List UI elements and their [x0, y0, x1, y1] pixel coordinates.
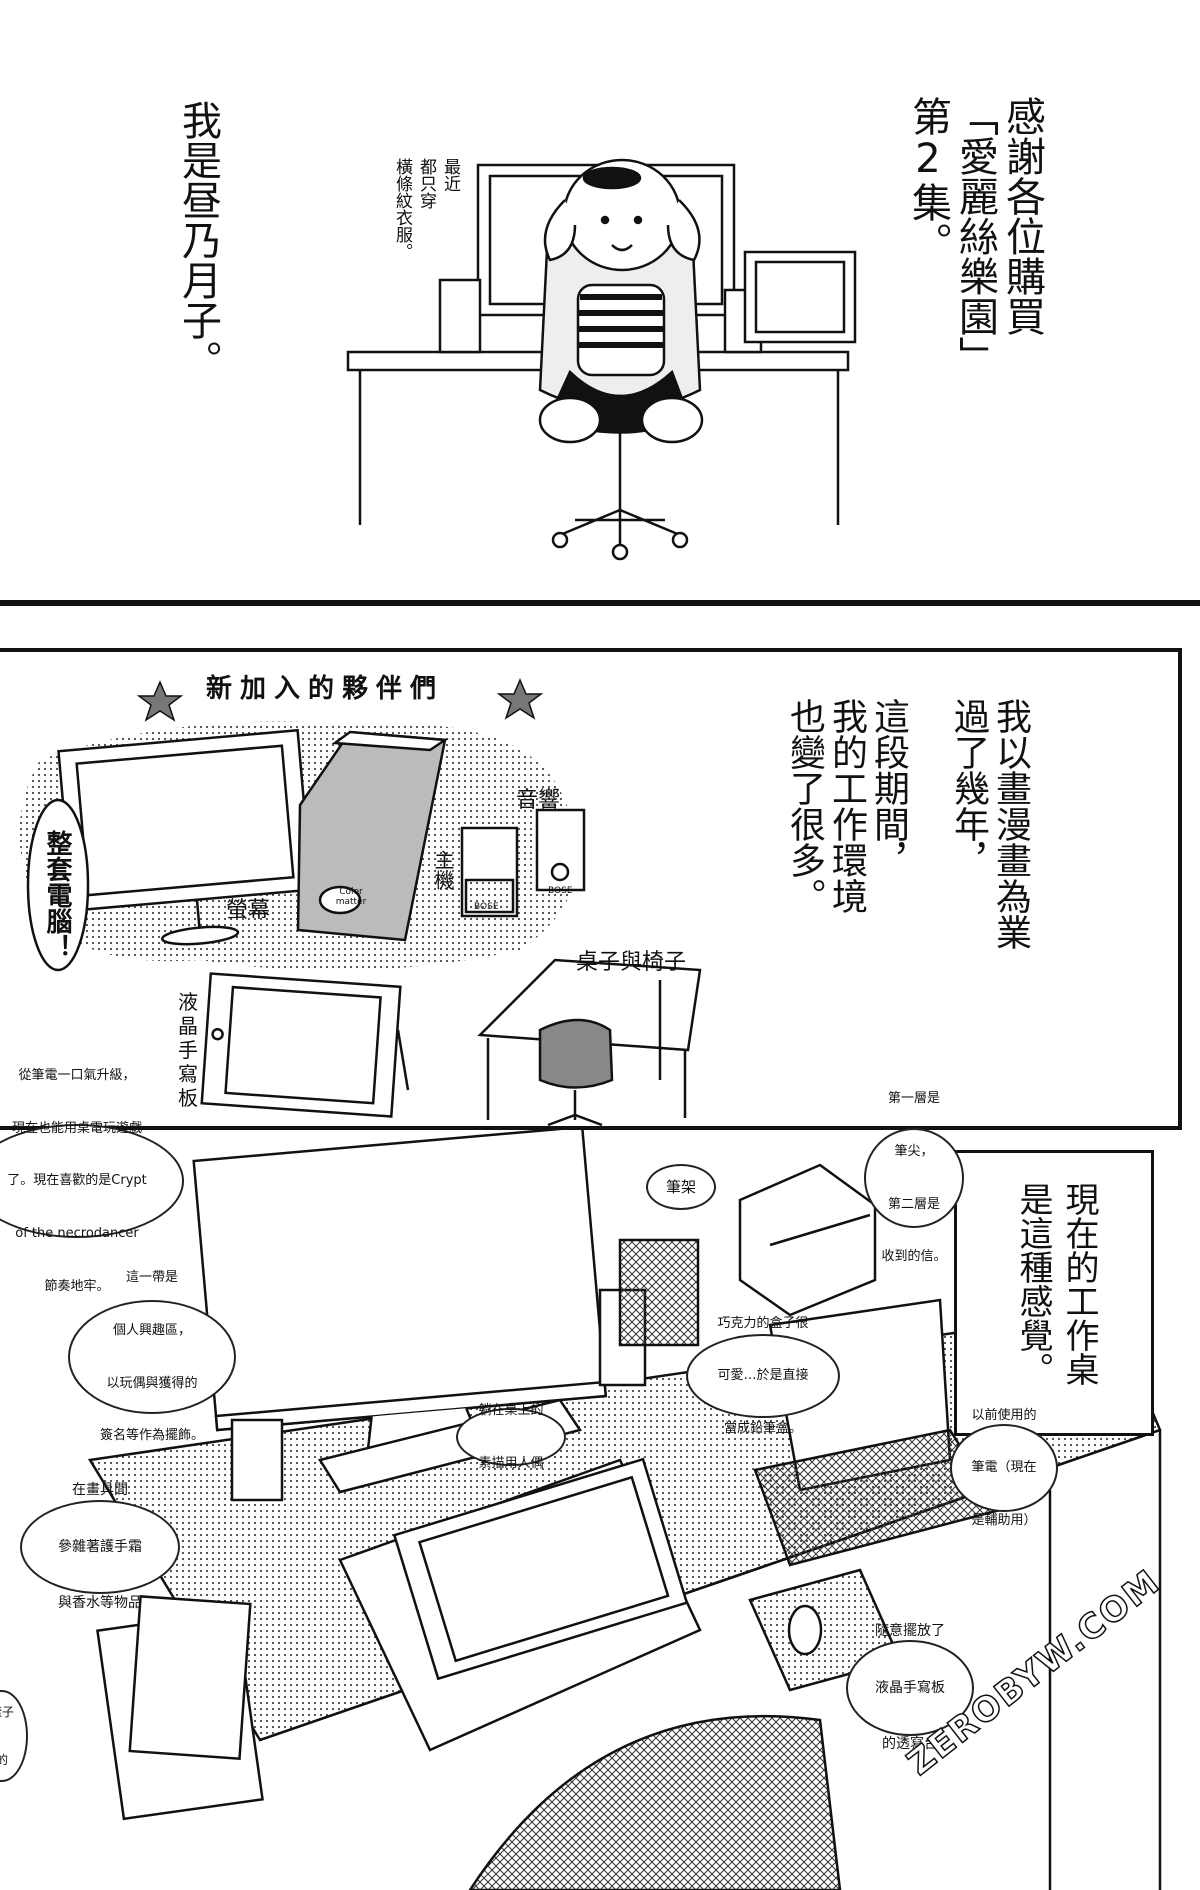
thanks-text-col-2: 「愛麗絲樂園」 — [952, 96, 998, 376]
color-matter-logo: Color matter — [335, 887, 367, 907]
bubble-line: 筆架 — [665, 1177, 696, 1196]
bubble-line: 樣子 — [0, 1704, 14, 1719]
intro-text: 我是昼乃月子。 — [175, 100, 221, 380]
computer-set-label: 整套電腦！ — [42, 830, 72, 960]
bubble-line: of the necrodancer — [15, 1225, 139, 1241]
caption-col-1: 現在的工作桌 — [1059, 1182, 1099, 1386]
speakers-label: 音響 — [516, 788, 561, 813]
page-divider — [0, 600, 1200, 606]
bose-logo-2: BOSE — [548, 886, 573, 896]
bubble-line: 的 — [0, 1753, 8, 1768]
bose-logo-1: BOSE — [474, 902, 499, 912]
bubble-laptop-game: 從筆電一口氣升級， 現在也能用桌電玩遊戲 了。現在喜歡的是Crypt of th… — [0, 1068, 184, 1294]
bubble-line: 個人興趣區， — [112, 1322, 191, 1338]
computer-set-bubble — [26, 798, 90, 972]
tablet-label-char: 晶 — [178, 1014, 198, 1038]
bubble-line: 可愛…於是直接 — [717, 1368, 809, 1384]
bubble-line: 第一層是 — [887, 1091, 940, 1107]
bubble-line: 筆電（現在 — [971, 1460, 1037, 1476]
thanks-text-col-1: 感謝各位購買 — [999, 96, 1045, 336]
thanks-text-col-3: 第2集。 — [905, 96, 951, 262]
bubble-line: 以玩偶與獲得的 — [106, 1375, 198, 1391]
narration-col-5: 也變了很多。 — [784, 698, 825, 914]
bubble-laptop-game-text: 從筆電一口氣升級， 現在也能用桌電玩遊戲 了。現在喜歡的是Crypt of th… — [7, 1032, 146, 1330]
bubble-line: 了。現在喜歡的是Crypt — [7, 1173, 147, 1189]
panel-1: 感謝各位購買 「愛麗絲樂園」 第2集。 我是昼乃月子。 最近 都只穿 橫條紋衣服… — [0, 0, 1200, 600]
bubble-line: 與香水等物品 — [58, 1595, 142, 1612]
bubble-line: 是輔助用） — [971, 1512, 1037, 1528]
bubble-line: 躺在桌上的 — [478, 1402, 544, 1418]
tablet-label: 液 晶 手 寫 板 — [176, 990, 200, 1110]
desk-chair-label: 桌子與椅子 — [576, 950, 687, 975]
narration-col-1: 我以畫漫畫為業 — [990, 698, 1031, 950]
bubble-hobby: 這一帶是 個人興趣區， 以玩偶與獲得的 簽名等作為擺飾。 — [68, 1270, 236, 1443]
tower-label: 主機 — [431, 850, 455, 890]
bubble-line: 筆尖， — [894, 1143, 934, 1159]
bubble-line: 節奏地牢。 — [44, 1278, 110, 1294]
panel-2-header: 新加入的夥伴們 — [206, 674, 445, 704]
panel-2 — [0, 648, 1182, 1130]
bubble-line: 參雜著護手霜 — [58, 1538, 142, 1555]
tablet-label-char: 寫 — [178, 1062, 198, 1086]
bubble-line: 簽名等作為擺飾。 — [99, 1428, 204, 1444]
bubble-doll: 躺在桌上的 素描用人偶 — [456, 1403, 566, 1471]
bubble-drawers: 第一層是 筆尖， 第二層是 收到的信。 — [864, 1091, 964, 1264]
bubble-line: 第二層是 — [887, 1196, 940, 1212]
bubble-cosmetics: 在畫具間 參雜著護手霜 與香水等物品 — [20, 1482, 180, 1611]
bubble-old-laptop: 以前使用的 筆電（現在 是輔助用） — [950, 1408, 1058, 1528]
bubble-line: 現在也能用桌電玩遊戲 — [11, 1120, 142, 1136]
bubble-line: 的透寫台 — [882, 1736, 938, 1753]
tablet-label-char: 板 — [178, 1086, 198, 1110]
stripes-note-col-3: 橫條紋衣服。 — [392, 158, 412, 260]
bubble-line: 以前使用的 — [971, 1407, 1037, 1423]
tablet-label-char: 手 — [178, 1038, 198, 1062]
bubble-lightbox: 隨意擺放了 液晶手寫板 的透寫台 — [846, 1623, 974, 1752]
narration-col-3: 這段期間， — [868, 698, 909, 878]
caption-col-2: 是這種感覺。 — [1013, 1182, 1053, 1386]
bubble-line: 當成鉛筆盒。 — [723, 1420, 802, 1436]
bubble-line: 隨意擺放了 — [875, 1622, 945, 1639]
caption-box — [954, 1150, 1154, 1436]
desk-illustration — [346, 158, 857, 561]
stripes-note-col-2: 都只穿 — [416, 158, 436, 209]
bubble-line: 這一帶是 — [125, 1270, 178, 1286]
narration-col-4: 我的工作環境 — [826, 698, 867, 914]
star-icon — [496, 678, 544, 720]
bubble-line: 從筆電一口氣升級， — [18, 1067, 136, 1083]
bubble-chocolate-box: 巧克力的盒子很 可愛…於是直接 當成鉛筆盒。 — [686, 1316, 840, 1436]
bubble-pen-stand: 筆架 — [646, 1164, 716, 1210]
workdesk-illustration — [87, 1130, 1162, 1890]
panel-2-art — [19, 678, 702, 1127]
bubble-line: 在畫具間 — [72, 1481, 128, 1498]
star-icon — [136, 680, 184, 722]
bubble-line: 液晶手寫板 — [875, 1679, 945, 1696]
stripes-note-col-1: 最近 — [440, 158, 460, 192]
narration-col-2: 過了幾年， — [948, 698, 989, 878]
monitor-label: 螢幕 — [226, 898, 271, 923]
bubble-line: 素描用人偶 — [478, 1455, 544, 1471]
bubble-line: 收到的信。 — [881, 1249, 947, 1265]
bubble-line: 巧克力的盒子很 — [717, 1315, 809, 1331]
tablet-label-char: 液 — [178, 990, 198, 1014]
